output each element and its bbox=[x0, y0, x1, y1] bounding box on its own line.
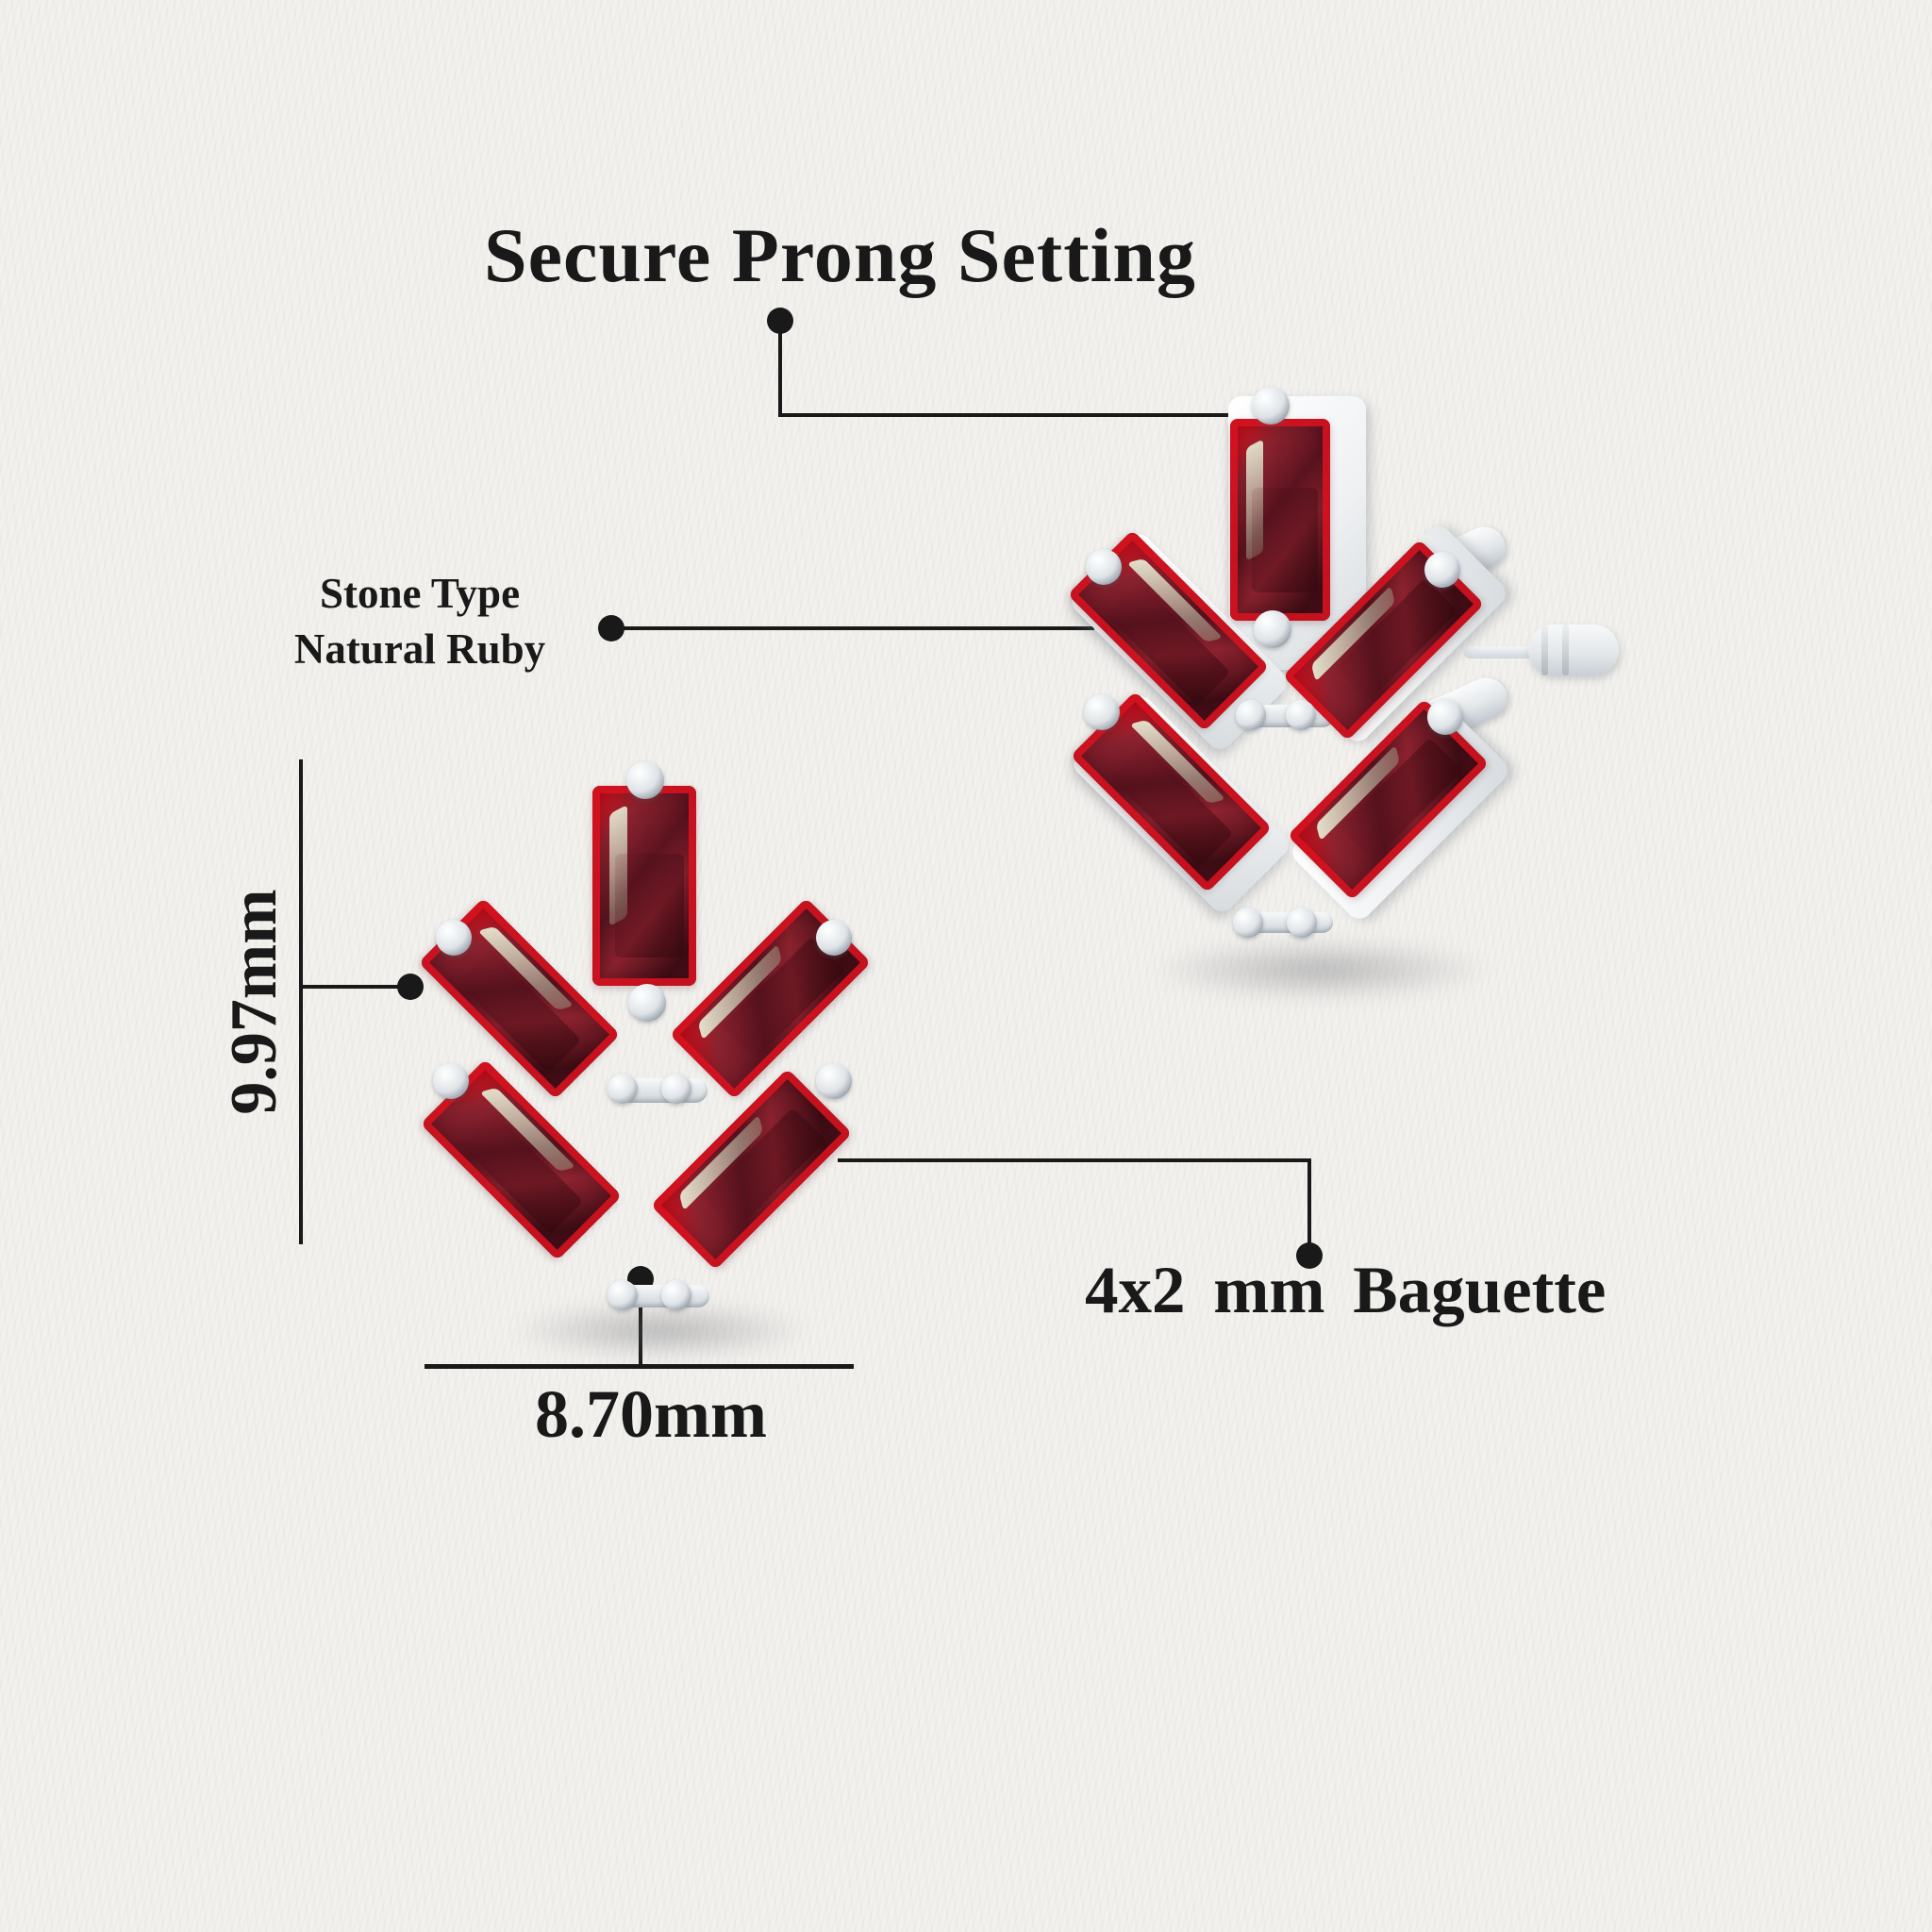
prong-ball bbox=[1233, 908, 1263, 938]
prong-ball bbox=[1236, 700, 1266, 730]
prong-ball bbox=[436, 920, 472, 956]
prong-ball bbox=[816, 920, 852, 956]
height-dimension-connector bbox=[301, 985, 399, 989]
prong-ball bbox=[1252, 387, 1290, 425]
prong-ball bbox=[628, 984, 666, 1022]
title-callout-line-vertical bbox=[778, 328, 782, 415]
ear-post-notch bbox=[1562, 625, 1569, 675]
stone-type-callout-line bbox=[623, 626, 1094, 630]
prong-ball bbox=[1427, 699, 1463, 735]
height-dimension-dot bbox=[397, 974, 424, 1000]
stone-size-callout-line-vertical bbox=[1307, 1158, 1311, 1245]
stone-type-label-line1: Stone Type bbox=[319, 570, 521, 617]
left-earring-front-view bbox=[415, 755, 887, 1371]
prong-ball bbox=[1287, 908, 1317, 938]
baguette-stone-top bbox=[1230, 419, 1330, 621]
baguette-stone-top bbox=[592, 786, 696, 986]
right-earring-side-view bbox=[1038, 377, 1660, 1019]
prong-ball bbox=[1424, 552, 1460, 588]
stone-size-callout-line-horizontal bbox=[838, 1158, 1311, 1162]
prong-ball bbox=[1084, 694, 1120, 730]
prong-ball bbox=[1286, 700, 1316, 730]
ear-post-notch bbox=[1541, 625, 1548, 675]
stone-size-callout-dot bbox=[1296, 1242, 1323, 1269]
earring-shadow bbox=[1085, 926, 1557, 1013]
prong-ball bbox=[816, 1063, 852, 1099]
height-dimension-line bbox=[299, 759, 303, 1244]
prong-ball bbox=[661, 1280, 691, 1310]
stone-type-label-line2: Natural Ruby bbox=[293, 625, 546, 674]
page-title: Secure Prong Setting bbox=[484, 212, 1196, 298]
prong-ball bbox=[608, 1074, 638, 1104]
stone-size-label: 4x2 mm Baguette bbox=[1085, 1254, 1607, 1327]
stone-type-label: Stone Type Natural Ruby bbox=[222, 566, 618, 678]
stone-type-callout-dot bbox=[598, 615, 625, 641]
prong-ball bbox=[433, 1063, 469, 1099]
width-dimension-label: 8.70mm bbox=[535, 1376, 767, 1452]
prong-ball bbox=[1086, 549, 1122, 585]
width-dimension-connector bbox=[639, 1291, 642, 1366]
prong-ball bbox=[1254, 610, 1291, 648]
prong-ball bbox=[661, 1074, 691, 1104]
height-dimension-label: 9.97mm bbox=[218, 889, 291, 1115]
prong-ball bbox=[608, 1280, 638, 1310]
title-callout-line-horizontal bbox=[778, 413, 1247, 417]
width-dimension-line bbox=[425, 1364, 854, 1369]
ear-post-shaft bbox=[1464, 647, 1545, 658]
prong-ball bbox=[626, 761, 664, 799]
